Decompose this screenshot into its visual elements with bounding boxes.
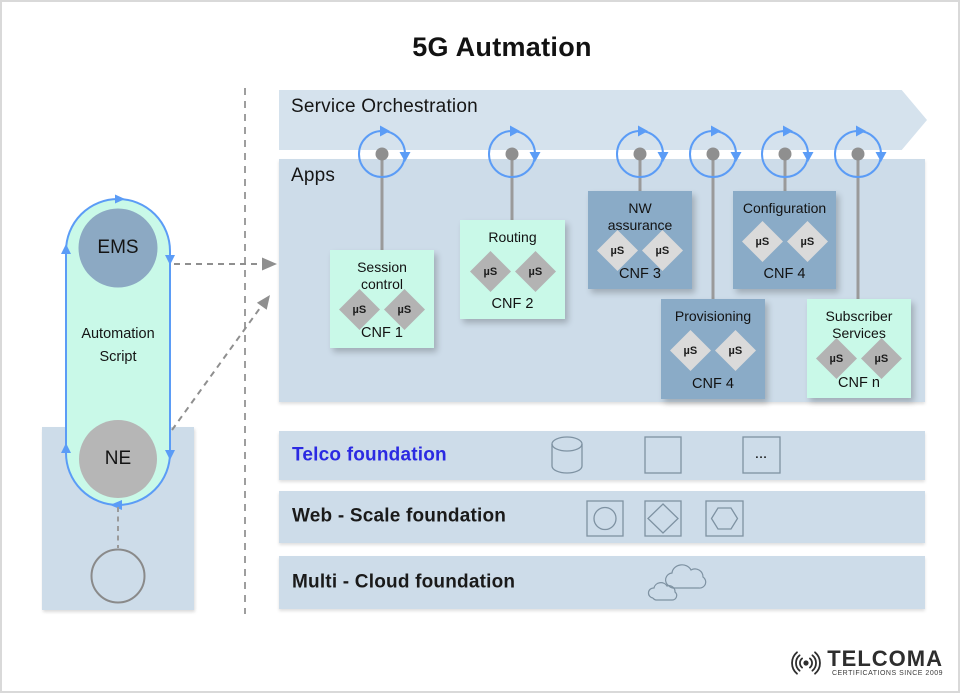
microservice-diamond-icon: µS [596, 229, 639, 271]
ems-label: EMS [97, 237, 139, 258]
apps-label: Apps [291, 165, 336, 186]
ne-label: NE [104, 448, 132, 469]
microservice-diamond-icon: µS [786, 220, 828, 263]
microservices-row: µS µS [469, 250, 556, 292]
service-orchestration-band: Service Orchestration [279, 90, 927, 150]
ellipsis-label: ... [755, 449, 768, 461]
cnf-box-configuration: Configuration µS µS CNF 4 [733, 191, 836, 289]
cnf-box-title: Configuration [742, 200, 827, 216]
microservice-diamond-icon: µS [641, 229, 684, 271]
telco-foundation-band: Telco foundation [279, 431, 925, 480]
more-apps-square-icon [742, 436, 781, 474]
microservice-diamond-icon: µS [815, 337, 858, 380]
service-orchestration-label: Service Orchestration [291, 96, 478, 117]
microservice-diamond-icon: µS [714, 329, 757, 372]
microservices-row: µS µS [338, 288, 426, 330]
multi-cloud-foundation-label: Multi - Cloud foundation [292, 571, 516, 593]
square-diamond-icon [644, 500, 682, 537]
cnf-name: CNF 4 [763, 266, 806, 282]
web-scale-foundation-label: Web - Scale foundation [292, 505, 507, 527]
clouds-icon [647, 564, 707, 601]
square-hexagon-icon [705, 500, 744, 537]
page-title: 5G Autmation [412, 32, 592, 62]
microservice-diamond-icon: µS [383, 288, 426, 330]
cnf-name: CNF 2 [491, 296, 534, 312]
microservice-diamond-icon: µS [741, 220, 783, 263]
automation-script-label: Automation Script [81, 326, 155, 365]
microservice-diamond-icon: µS [669, 329, 712, 372]
empty-square-icon [644, 436, 682, 474]
microservices-row: µS µS [741, 220, 828, 263]
database-cylinder-icon [551, 436, 583, 474]
telcoma-logo: TELCOMA CERTIFICATIONS SINCE 2009 [788, 648, 943, 678]
cnf-name: CNF n [838, 375, 880, 391]
microservices-row: µS µS [669, 329, 757, 372]
web-scale-foundation-band: Web - Scale foundation [279, 491, 925, 543]
microservice-diamond-icon: µS [469, 250, 511, 292]
signal-waves-icon [791, 651, 822, 675]
logo-tagline: CERTIFICATIONS SINCE 2009 [831, 670, 943, 677]
telco-foundation-label: Telco foundation [292, 444, 447, 466]
microservices-row: µS µS [596, 229, 684, 271]
cnf-name: CNF 1 [361, 325, 403, 341]
cnf-box-routing: Routing µS µS CNF 2 [460, 220, 565, 319]
microservice-diamond-icon: µS [338, 288, 381, 330]
square-circle-icon [586, 500, 624, 537]
microservice-diamond-icon: µS [514, 250, 556, 292]
cnf-box-provisioning: Provisioning µS µS CNF 4 [661, 299, 765, 399]
cnf-box-title: Provisioning [674, 308, 752, 324]
multi-cloud-foundation-band: Multi - Cloud foundation [279, 556, 925, 609]
microservices-row: µS µS [815, 337, 903, 380]
microservice-diamond-icon: µS [860, 337, 903, 380]
cnf-name: CNF 3 [619, 266, 661, 282]
logo-text: TELCOMA CERTIFICATIONS SINCE 2009 [827, 646, 943, 678]
cnf-box-title: Routing [488, 229, 537, 245]
cnf-name: CNF 4 [692, 376, 734, 392]
logo-name: TELCOMA [827, 646, 943, 671]
